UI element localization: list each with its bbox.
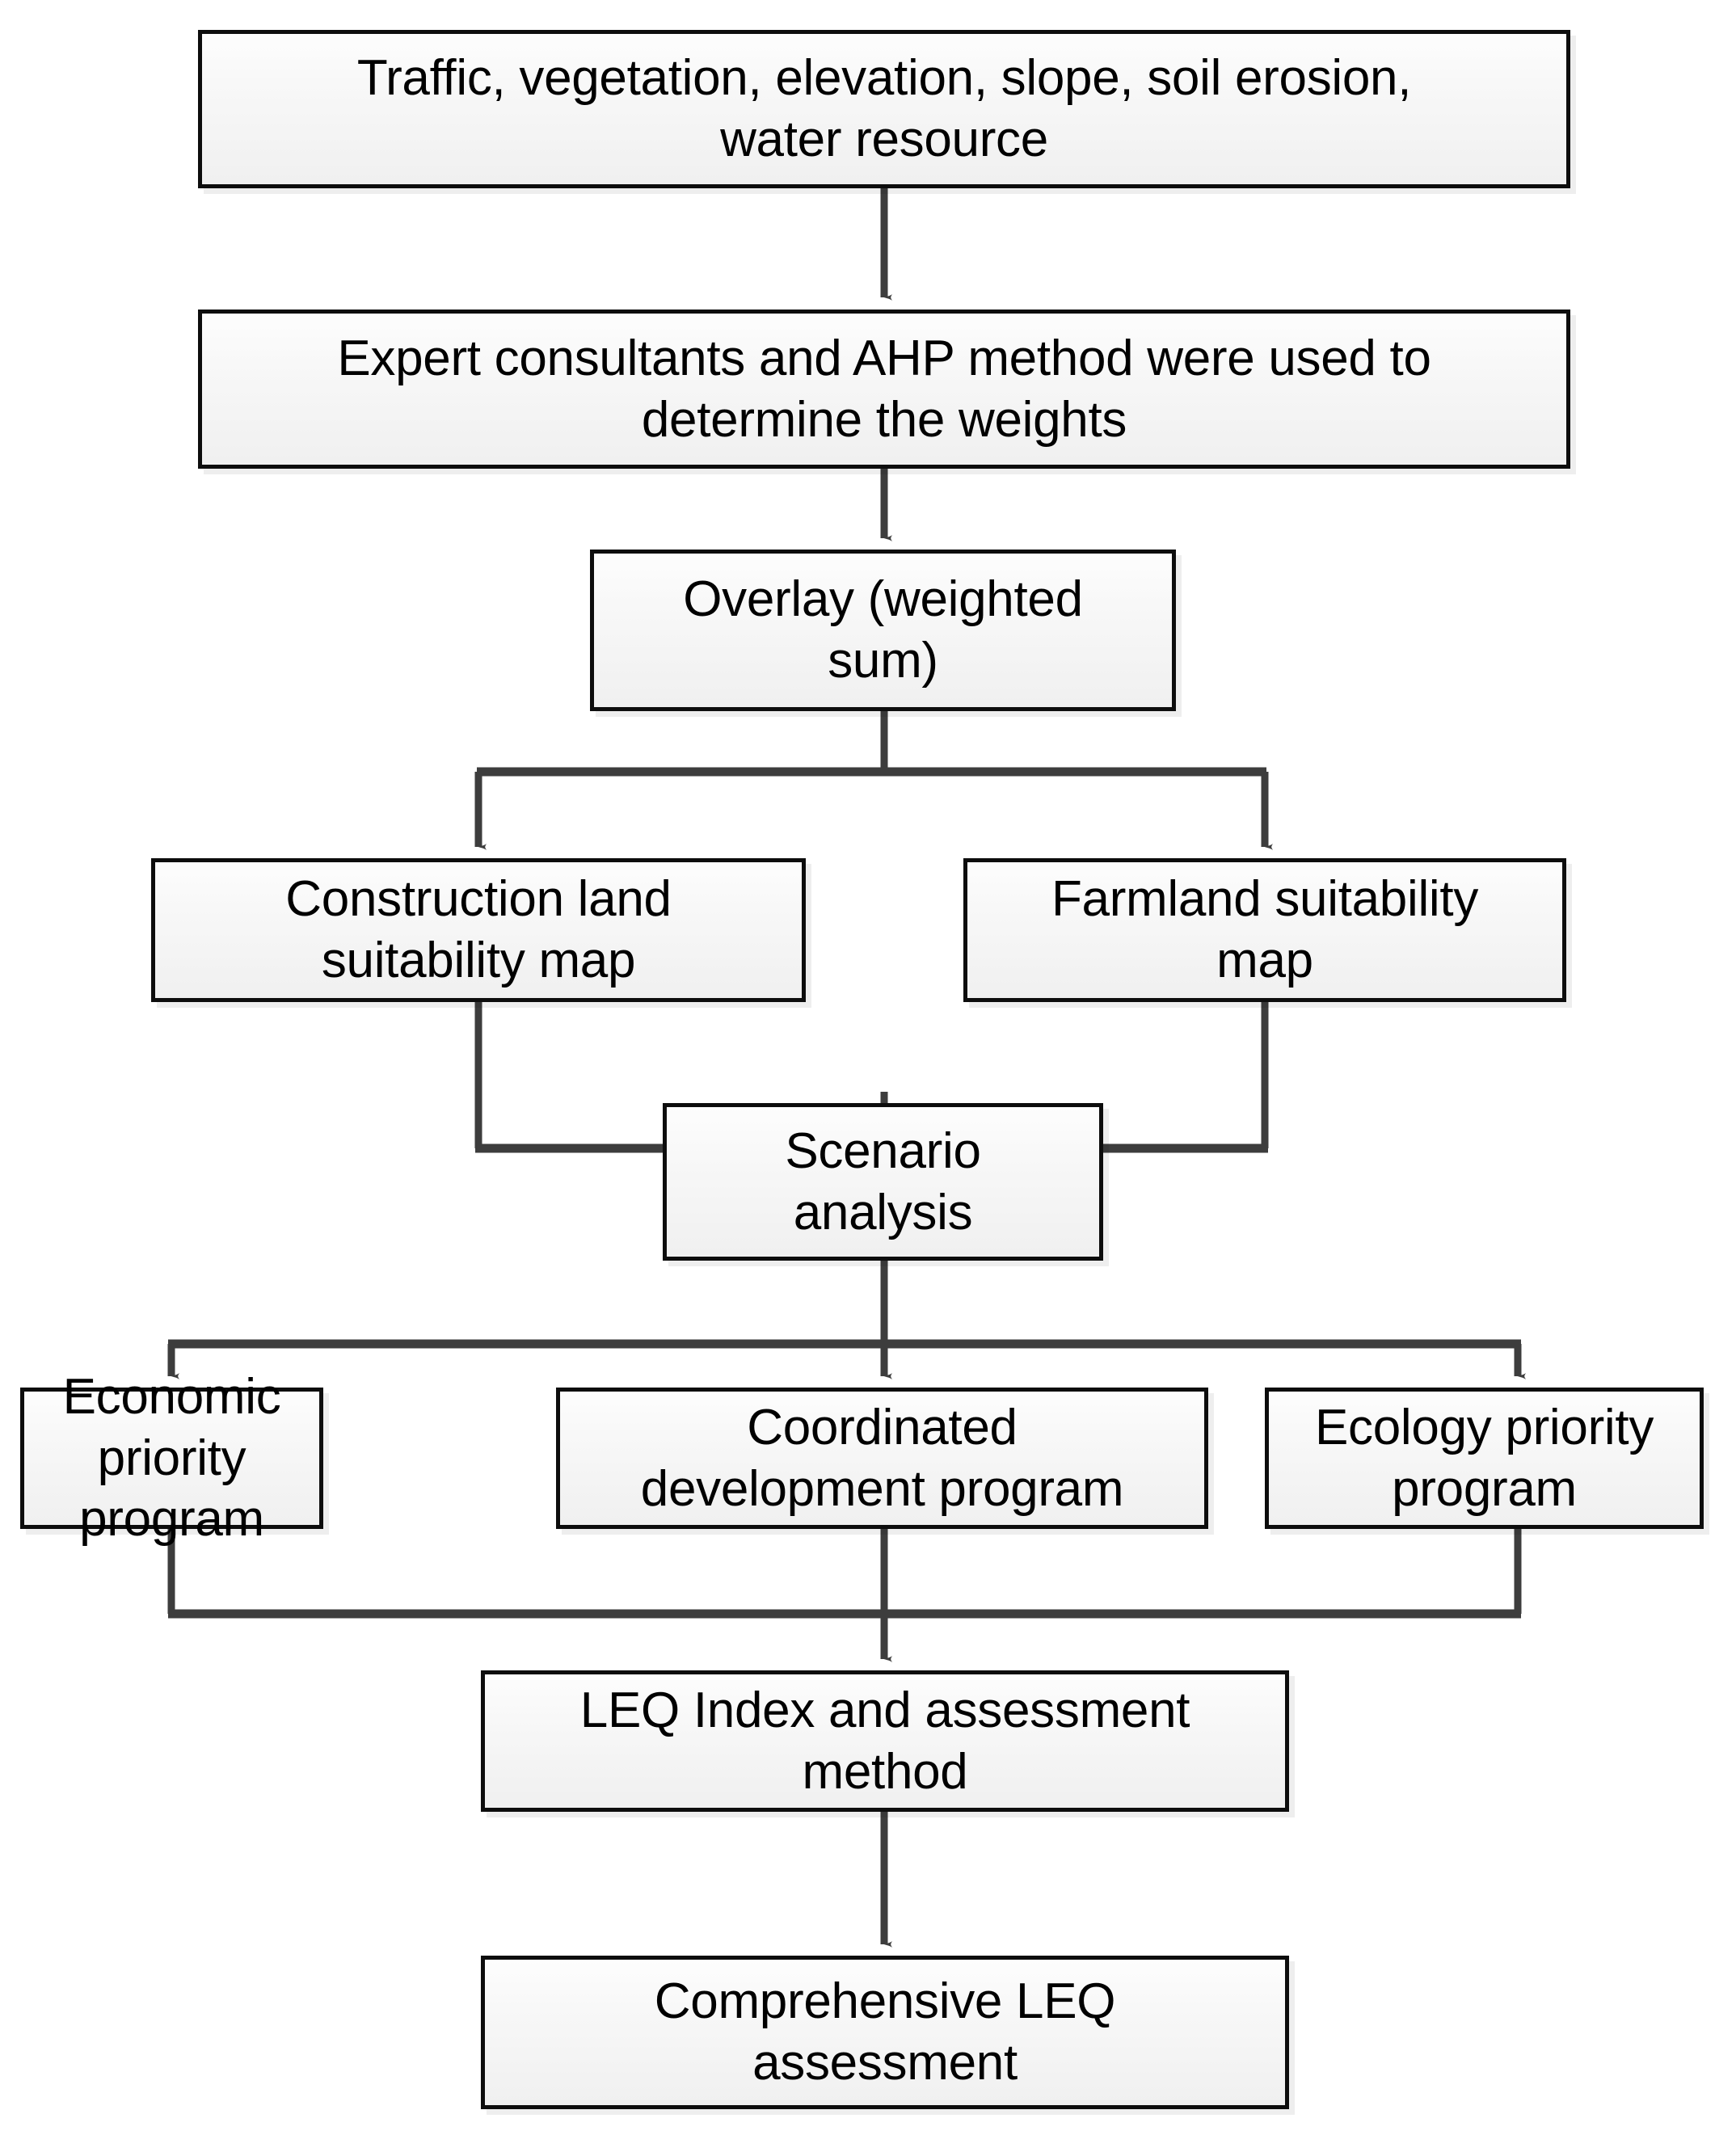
node-ecology-priority-program[interactable]: Ecology priority program [1265, 1388, 1704, 1529]
node-weights[interactable]: Expert consultants and AHP method were u… [198, 310, 1570, 469]
node-economic-priority-program[interactable]: Economic priority program [20, 1369, 323, 1547]
node-leq-index-method-label: LEQ Index and assessment method [579, 1682, 1190, 1800]
node-farmland-map[interactable]: Farmland suitability map [963, 858, 1566, 1002]
node-construction-land-map-label: Construction land suitability map [285, 871, 672, 988]
node-coordinated-development-program[interactable]: Coordinated development program [556, 1388, 1208, 1529]
node-inputs[interactable]: Traffic, vegetation, elevation, slope, s… [198, 30, 1570, 188]
node-overlay[interactable]: Overlay (weighted sum) [590, 550, 1176, 711]
node-comprehensive-leq-assessment-label: Comprehensive LEQ assessment [654, 1973, 1116, 2091]
node-construction-land-map[interactable]: Construction land suitability map [151, 858, 806, 1002]
node-scenario-analysis[interactable]: Scenario analysis [663, 1103, 1103, 1261]
node-farmland-map-label: Farmland suitability map [1051, 871, 1479, 988]
node-coordinated-development-program-label: Coordinated development program [640, 1399, 1124, 1517]
node-ecology-priority-program-label: Ecology priority program [1314, 1399, 1654, 1517]
node-overlay-label: Overlay (weighted sum) [683, 571, 1083, 689]
node-weights-label: Expert consultants and AHP method were u… [337, 330, 1431, 448]
node-inputs-label: Traffic, vegetation, elevation, slope, s… [356, 50, 1412, 167]
node-comprehensive-leq-assessment[interactable]: Comprehensive LEQ assessment [481, 1956, 1289, 2109]
node-scenario-analysis-label: Scenario analysis [785, 1122, 981, 1240]
node-economic-priority-program-label: Economic priority program [62, 1369, 281, 1548]
node-leq-index-method[interactable]: LEQ Index and assessment method [481, 1670, 1289, 1812]
